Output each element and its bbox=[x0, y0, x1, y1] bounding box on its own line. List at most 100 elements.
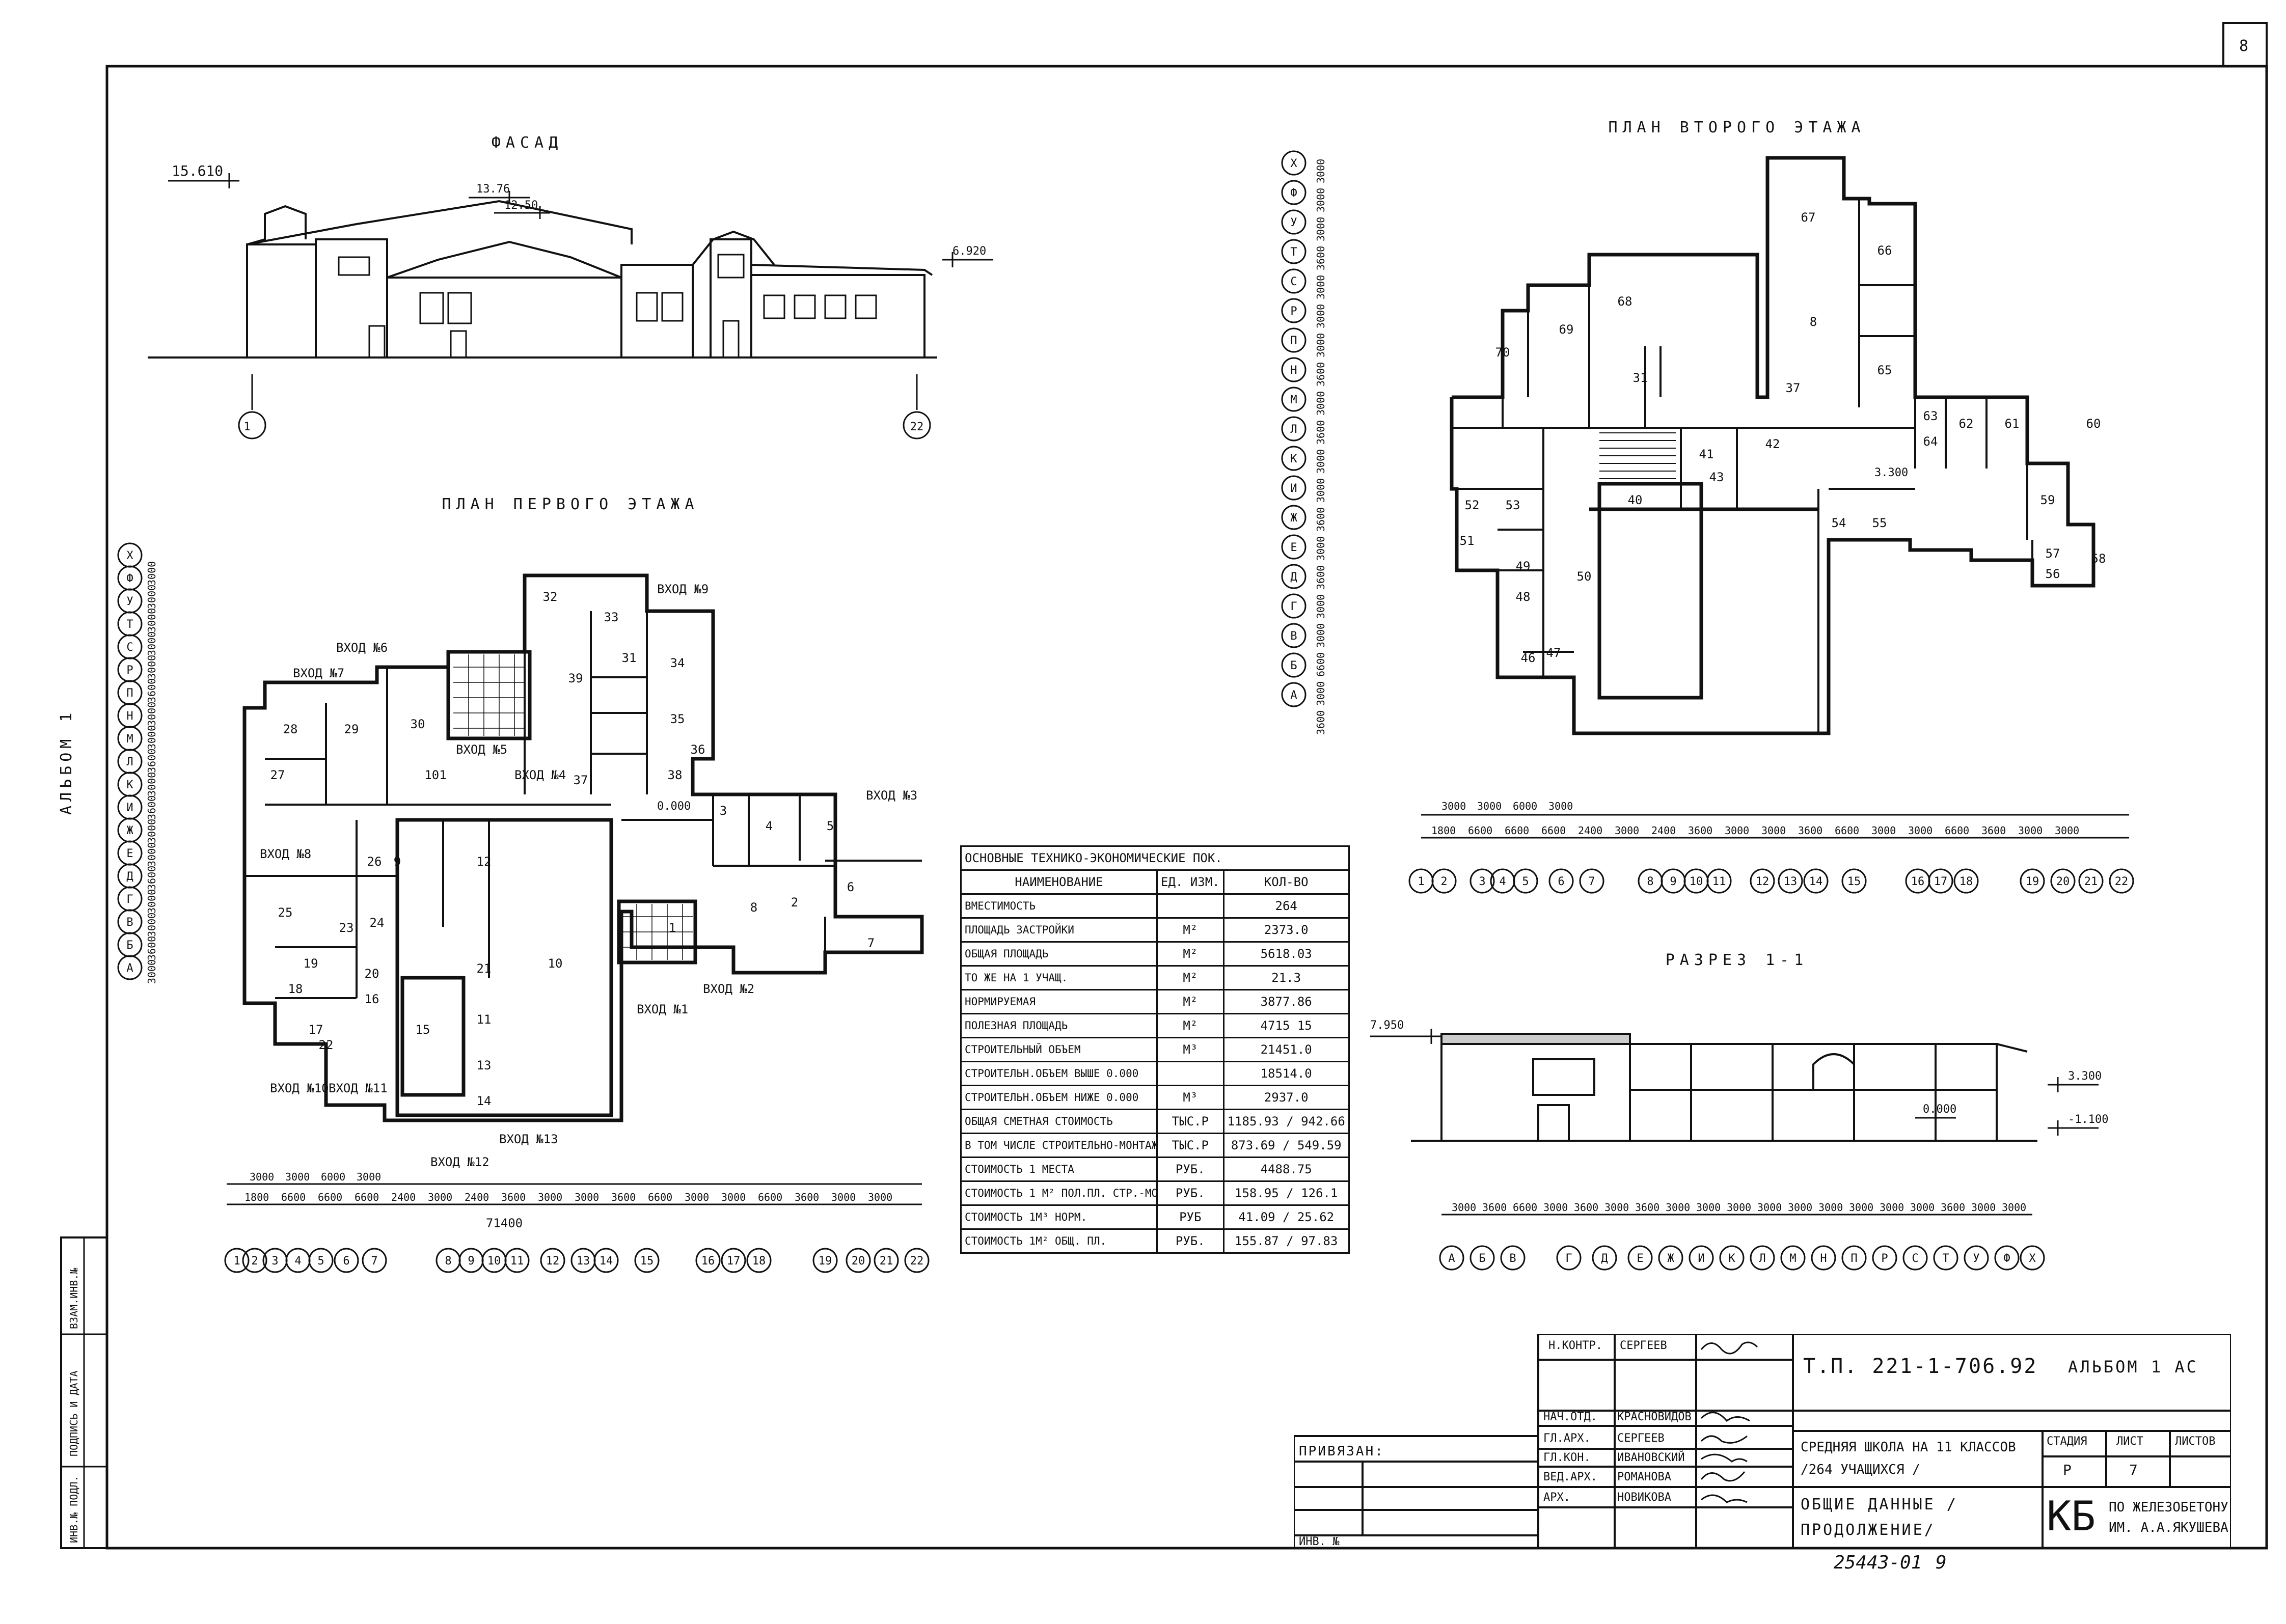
axis-circle bbox=[1469, 1245, 1495, 1271]
axis-label: 16 bbox=[701, 1255, 715, 1268]
plan2-dim-y: 3600 bbox=[1315, 507, 1327, 532]
plan2-dim-bottom: 2400 bbox=[1578, 824, 1602, 837]
svg-text:ВХОД №10: ВХОД №10 bbox=[270, 1081, 329, 1095]
plan2-axis-y-5: Р bbox=[1281, 298, 1307, 323]
plan2-dim-y: 6600 bbox=[1315, 652, 1327, 677]
axis-label: В bbox=[126, 916, 133, 929]
axis-circle bbox=[1750, 1245, 1775, 1271]
tep-cell: 4488.75 bbox=[1222, 1157, 1350, 1182]
plan1-axis-y-18: А bbox=[117, 955, 143, 980]
svg-text:ВХОД №9: ВХОД №9 bbox=[657, 582, 709, 596]
axis-label: 4 bbox=[294, 1255, 301, 1268]
plan1-axis-y-10: К bbox=[117, 772, 143, 797]
tep-cell: СТОИМОСТЬ 1М³ НОРМ. bbox=[960, 1204, 1158, 1230]
section-axis-4: Д bbox=[1592, 1245, 1617, 1271]
facade-elevation-marks bbox=[168, 173, 993, 439]
plan2-axis-x-6: 6 bbox=[1548, 868, 1574, 894]
axis-label: 16 bbox=[1911, 875, 1925, 888]
svg-text:24: 24 bbox=[370, 916, 385, 930]
plan1-axis-y-6: П bbox=[117, 680, 143, 705]
axis-circle bbox=[1902, 1245, 1928, 1271]
svg-text:ВХОД №1: ВХОД №1 bbox=[637, 1002, 688, 1016]
axis-label: М bbox=[126, 733, 133, 746]
axis-label: 1 bbox=[233, 1255, 240, 1268]
axis-circle bbox=[874, 1248, 899, 1273]
axis-label: Т bbox=[1942, 1252, 1949, 1265]
tep-cell: 3877.86 bbox=[1222, 989, 1350, 1014]
axis-label: С bbox=[1912, 1252, 1918, 1265]
svg-text:68: 68 bbox=[1618, 294, 1632, 309]
svg-text:46: 46 bbox=[1521, 651, 1536, 665]
tep-cell: РУБ. bbox=[1156, 1180, 1224, 1206]
axis-label: К bbox=[1728, 1252, 1735, 1265]
axis-label: Ж bbox=[126, 824, 133, 837]
axis-label: П bbox=[126, 687, 133, 700]
axis-label: 18 bbox=[1960, 875, 1973, 888]
svg-text:1: 1 bbox=[669, 921, 676, 935]
plan2-axis-x-11: 11 bbox=[1706, 868, 1732, 894]
plan1-dim-bottom: 3000 bbox=[428, 1191, 452, 1203]
plan1-dim-y: 3000 bbox=[146, 725, 158, 750]
axis-circle bbox=[1841, 868, 1867, 894]
plan1-dim-y: 3000 bbox=[146, 913, 158, 937]
svg-text:29: 29 bbox=[344, 722, 359, 736]
plan1-axis-x-16: 16 bbox=[695, 1248, 721, 1273]
axis-circle bbox=[1281, 593, 1307, 619]
plan2-axis-y-12: Ж bbox=[1281, 505, 1307, 530]
plan1-axis-y-12: Ж bbox=[117, 817, 143, 843]
plan2-axis-y-1: Ф bbox=[1281, 180, 1307, 205]
svg-text:42: 42 bbox=[1765, 437, 1780, 451]
axis-label: 17 bbox=[727, 1255, 741, 1268]
axis-label: 15 bbox=[1847, 875, 1861, 888]
svg-text:60: 60 bbox=[2086, 417, 2101, 431]
plan2-rooms: 8 31 37 40 41 42 43 46 47 48 49 50 51 52… bbox=[1460, 210, 2106, 665]
section-dim: 3000 bbox=[1971, 1201, 1996, 1214]
sheet-label: ЛИСТ bbox=[2116, 1435, 2143, 1448]
plan2-axis-x-10: 10 bbox=[1683, 868, 1709, 894]
axis-circle bbox=[334, 1248, 359, 1273]
tep-cell: 5618.03 bbox=[1222, 941, 1350, 967]
plan1-title: ПЛАН ПЕРВОГО ЭТАЖА bbox=[442, 496, 699, 513]
axis-circle bbox=[1281, 239, 1307, 264]
axis-circle bbox=[1431, 868, 1457, 894]
plan2-axis-x-3: 3 bbox=[1469, 868, 1495, 894]
section-dim: 3000 bbox=[1880, 1201, 1904, 1214]
plan1-axis-x-22: 22 bbox=[904, 1248, 930, 1273]
facade-elevation-1: 15.610 bbox=[172, 162, 223, 179]
plan2-axis-x-17: 17 bbox=[1928, 868, 1953, 894]
svg-text:21: 21 bbox=[477, 961, 492, 976]
album-code: АЛЬБОМ 1 АС bbox=[2068, 1357, 2198, 1377]
section-dim: 6600 bbox=[1513, 1201, 1537, 1214]
tep-cell: ТЫС.Р bbox=[1156, 1133, 1224, 1158]
axis-circle bbox=[904, 1248, 930, 1273]
plan2-level: 3.300 bbox=[1874, 466, 1908, 479]
section-dim: 3000 bbox=[1696, 1201, 1721, 1214]
plan2-dim-bottom: 6600 bbox=[1835, 824, 1859, 837]
tep-table: ОСНОВНЫЕ ТЕХНИКО-ЭКОНОМИЧЕСКИЕ ПОК. НАИМ… bbox=[960, 845, 1350, 1254]
facade-axis-1: 1 bbox=[243, 421, 250, 433]
axis-circle bbox=[1841, 1245, 1867, 1271]
plan2-dim-bottom: 3000 bbox=[1615, 824, 1639, 837]
section-elevation-marks bbox=[1370, 1029, 2099, 1136]
axis-label: 13 bbox=[1784, 875, 1798, 888]
tep-cell: М² bbox=[1156, 917, 1224, 943]
plan2-dim-bottom: 1800 bbox=[1431, 824, 1456, 837]
plan2-dim-bottom: 6600 bbox=[1505, 824, 1529, 837]
axis-label: 5 bbox=[317, 1255, 324, 1268]
tep-cell: ПЛОЩАДЬ ЗАСТРОЙКИ bbox=[960, 917, 1158, 943]
plan1-dim-bottom: 3000 bbox=[721, 1191, 746, 1203]
tep-cell: 158.95 / 126.1 bbox=[1222, 1180, 1350, 1206]
svg-text:65: 65 bbox=[1877, 363, 1892, 377]
section-axis-7: И bbox=[1689, 1245, 1714, 1271]
section-dim: 3000 bbox=[2002, 1201, 2026, 1214]
svg-text:ВХОД №12: ВХОД №12 bbox=[430, 1155, 489, 1169]
plan2-dim-y: 3000 bbox=[1315, 217, 1327, 241]
plan1-dim-y: 3000 bbox=[146, 889, 158, 914]
plan1-axis-y-4: С bbox=[117, 634, 143, 659]
plan2-y-dimension-labels: 3000300030003600300030003000360030003600… bbox=[1315, 159, 1327, 735]
plan2-axis-y-15: Г bbox=[1281, 593, 1307, 619]
